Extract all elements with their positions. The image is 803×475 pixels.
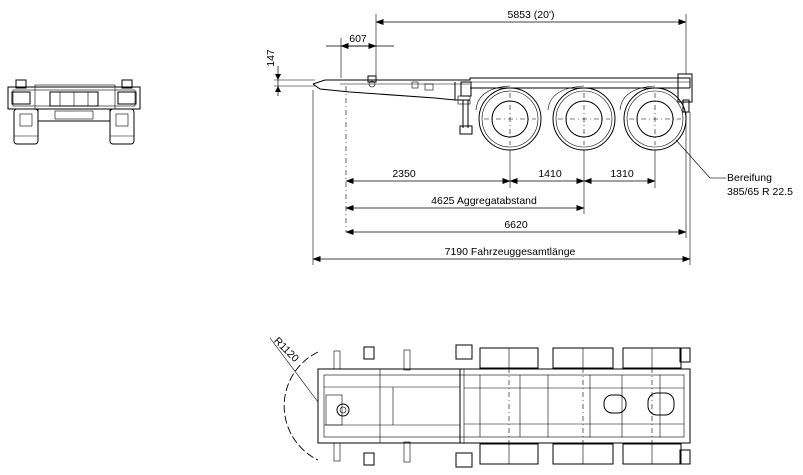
tire-annotation: Bereifung 385/65 R 22.5: [710, 172, 793, 198]
top-view: [269, 337, 691, 468]
front-view: [7, 79, 141, 145]
dimension-lines: [274, 14, 691, 265]
dim-5853: 5853 (20'): [508, 9, 555, 21]
dim-1310: 1310: [610, 168, 634, 180]
tires-size: 385/65 R 22.5: [727, 186, 793, 198]
dim-7190: 7190 Fahrzeuggesamtlänge: [445, 246, 576, 258]
dim-4625: 4625 Aggregatabstand: [431, 195, 537, 207]
dim-radius: R1120: [271, 335, 301, 365]
tires-label: Bereifung: [727, 172, 772, 184]
dim-147: 147: [265, 49, 277, 67]
dim-2350: 2350: [392, 168, 416, 180]
dim-607: 607: [349, 33, 367, 45]
dim-1410: 1410: [538, 168, 562, 180]
dimension-labels: 5853 (20') 607 147 2350 1410 1310 4625 A…: [265, 9, 634, 365]
dim-6620: 6620: [504, 219, 528, 231]
